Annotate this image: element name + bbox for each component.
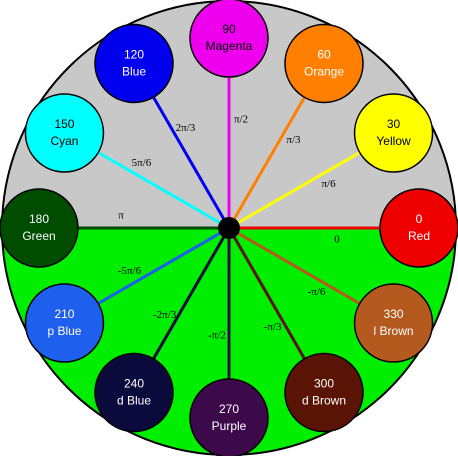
color-node-p-blue: 210 p Blue (24, 283, 105, 363)
color-node-number-orange: 60 (317, 48, 331, 62)
angle-label-d-brown: -π/3 (264, 321, 282, 333)
color-node-name-green: Green (22, 229, 55, 243)
angle-label-red: 0 (334, 234, 340, 246)
color-node-name-magenta: Magenta (206, 39, 253, 53)
angle-label-yellow: π/6 (321, 178, 336, 190)
color-node-circle-d-blue (94, 352, 174, 433)
color-node-circle-orange (284, 23, 364, 104)
angle-labels-layer: 0 π/6 π/3 π/2 2π/3 5π/6 π -5π/6 -2π/3 -π/2 -π/3 -π/… (118, 114, 340, 342)
color-node-number-yellow: 30 (387, 117, 401, 131)
color-node-l-brown: 330 l Brown (353, 283, 434, 363)
color-node-name-orange: Orange (304, 65, 344, 79)
angle-label-blue: 2π/3 (176, 122, 196, 134)
color-node-name-blue: Blue (122, 65, 146, 79)
angle-label-green: π (118, 210, 124, 222)
color-node-circle-p-blue (24, 283, 105, 363)
color-node-number-p-blue: 210 (54, 307, 74, 321)
color-node-number-blue: 120 (124, 48, 144, 62)
color-node-name-d-blue: d Blue (117, 394, 151, 408)
color-node-name-cyan: Cyan (50, 134, 78, 148)
angle-label-l-brown: -π/6 (308, 286, 326, 298)
color-node-number-green: 180 (29, 212, 49, 226)
angle-label-purple: -π/2 (208, 330, 226, 342)
color-node-name-red: Red (408, 229, 430, 243)
color-node-number-l-brown: 330 (384, 307, 404, 321)
color-node-name-l-brown: l Brown (374, 324, 414, 338)
color-node-circle-purple (189, 378, 269, 456)
color-node-circle-blue (94, 23, 174, 104)
color-node-number-d-brown: 300 (314, 377, 334, 391)
angle-label-d-blue: -2π/3 (153, 309, 177, 321)
color-node-circle-d-brown (284, 352, 364, 433)
color-node-number-d-blue: 240 (124, 377, 144, 391)
color-node-number-cyan: 150 (54, 117, 74, 131)
color-node-circle-red (379, 188, 458, 268)
center-hub (218, 217, 240, 239)
angle-label-magenta: π/2 (234, 114, 248, 126)
color-node-number-red: 0 (416, 212, 423, 226)
color-node-circle-green (0, 188, 79, 268)
color-node-name-d-brown: d Brown (302, 394, 346, 408)
color-node-circle-magenta (189, 0, 269, 78)
color-node-name-purple: Purple (212, 419, 247, 433)
color-node-d-blue: 240 d Blue (94, 352, 174, 433)
color-node-name-p-blue: p Blue (47, 324, 81, 338)
color-node-circle-yellow (353, 93, 434, 173)
angle-label-p-blue: -5π/6 (118, 265, 142, 277)
color-node-name-yellow: Yellow (376, 134, 411, 148)
color-node-number-magenta: 90 (222, 22, 236, 36)
color-node-circle-l-brown (353, 283, 434, 363)
color-node-number-purple: 270 (219, 402, 239, 416)
color-node-circle-cyan (24, 93, 105, 173)
angle-label-cyan: 5π/6 (132, 157, 152, 169)
angle-label-orange: π/3 (286, 134, 301, 146)
color-node-d-brown: 300 d Brown (284, 352, 364, 433)
